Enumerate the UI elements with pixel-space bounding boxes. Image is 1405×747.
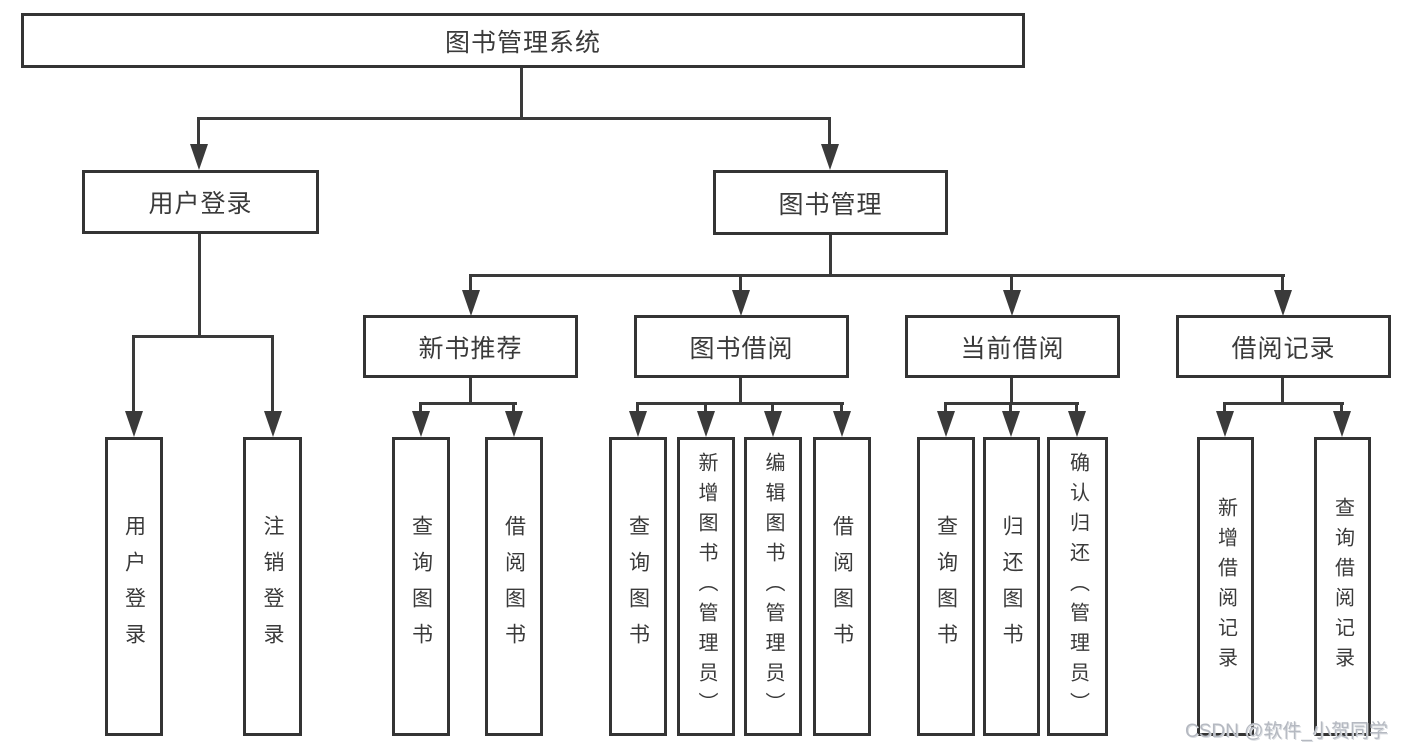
leaf-query-borrow-record: 查询借阅记录 bbox=[1314, 437, 1371, 736]
leaf-logout-login: 注销登录 bbox=[243, 437, 302, 736]
leaf-borrow-books-borrowing: 借阅图书 bbox=[813, 437, 871, 736]
connector-line bbox=[704, 402, 707, 414]
arrow-head bbox=[505, 411, 523, 437]
leaf-user-login: 用户登录 bbox=[105, 437, 163, 736]
arrow-head bbox=[629, 411, 647, 437]
leaf-label: 确认归还（管理员） bbox=[1066, 451, 1089, 722]
leaf-borrow-books-recommend: 借阅图书 bbox=[485, 437, 543, 736]
arrow-head bbox=[1274, 290, 1292, 316]
connector-line bbox=[636, 402, 844, 405]
connector-line bbox=[944, 402, 947, 414]
leaf-label: 用户登录 bbox=[122, 514, 146, 659]
leaf-label: 查询借阅记录 bbox=[1331, 496, 1354, 677]
arrow-head bbox=[937, 411, 955, 437]
arrow-head bbox=[697, 411, 715, 437]
connector-line bbox=[829, 235, 832, 276]
leaf-label: 查询图书 bbox=[934, 514, 958, 659]
connector-line bbox=[512, 402, 515, 414]
connector-line bbox=[1223, 402, 1226, 414]
leaf-label: 借阅图书 bbox=[830, 514, 854, 659]
connector-line bbox=[1340, 402, 1343, 414]
leaf-edit-books-admin: 编辑图书（管理员） bbox=[744, 437, 802, 736]
leaf-add-books-admin: 新增图书（管理员） bbox=[677, 437, 735, 736]
arrow-head bbox=[190, 144, 208, 170]
connector-line bbox=[419, 402, 517, 405]
leaf-query-books-borrowing: 查询图书 bbox=[609, 437, 667, 736]
connector-line bbox=[1009, 402, 1012, 414]
node-current-borrowing: 当前借阅 bbox=[905, 315, 1120, 378]
leaf-label: 编辑图书（管理员） bbox=[762, 451, 784, 722]
connector-line bbox=[198, 234, 201, 337]
connector-line bbox=[1281, 378, 1284, 404]
connector-line bbox=[1281, 274, 1284, 292]
connector-line bbox=[739, 378, 742, 404]
leaf-label: 新增借阅记录 bbox=[1214, 496, 1237, 677]
leaf-label: 查询图书 bbox=[626, 514, 650, 659]
leaf-add-borrow-record: 新增借阅记录 bbox=[1197, 437, 1254, 736]
arrow-head bbox=[125, 411, 143, 437]
connector-line bbox=[1223, 402, 1344, 405]
leaf-confirm-return-admin: 确认归还（管理员） bbox=[1047, 437, 1108, 736]
connector-line bbox=[840, 402, 843, 414]
connector-line bbox=[419, 402, 422, 414]
leaf-label: 归还图书 bbox=[1000, 514, 1023, 659]
leaf-query-books-current: 查询图书 bbox=[917, 437, 975, 736]
leaf-label: 查询图书 bbox=[409, 514, 433, 659]
connector-line bbox=[739, 274, 742, 292]
connector-line bbox=[132, 335, 135, 413]
connector-line bbox=[197, 117, 831, 120]
connector-line bbox=[469, 274, 472, 292]
arrow-head bbox=[412, 411, 430, 437]
leaf-return-books: 归还图书 bbox=[983, 437, 1040, 736]
arrow-head bbox=[264, 411, 282, 437]
node-book-management: 图书管理 bbox=[713, 170, 948, 235]
leaf-label: 注销登录 bbox=[261, 514, 284, 659]
connector-line bbox=[271, 335, 274, 413]
leaf-label: 新增图书（管理员） bbox=[695, 451, 717, 722]
arrow-head bbox=[833, 411, 851, 437]
arrow-head bbox=[1333, 411, 1351, 437]
node-new-book-recommendation: 新书推荐 bbox=[363, 315, 578, 378]
connector-line bbox=[520, 68, 523, 117]
arrow-head bbox=[764, 411, 782, 437]
node-book-borrowing: 图书借阅 bbox=[634, 315, 849, 378]
connector-line bbox=[197, 117, 200, 146]
csdn-watermark: CSDN @软件_小贺同学 bbox=[1185, 721, 1388, 742]
arrow-head bbox=[1068, 411, 1086, 437]
arrow-head bbox=[462, 290, 480, 316]
arrow-head bbox=[1002, 411, 1020, 437]
arrow-head bbox=[732, 290, 750, 316]
node-borrowing-records: 借阅记录 bbox=[1176, 315, 1391, 378]
connector-line bbox=[132, 335, 274, 338]
connector-line bbox=[469, 378, 472, 404]
leaf-label: 借阅图书 bbox=[502, 514, 526, 659]
connector-line bbox=[771, 402, 774, 414]
leaf-query-books-recommend: 查询图书 bbox=[392, 437, 450, 736]
connector-line bbox=[636, 402, 639, 414]
connector-line bbox=[1010, 378, 1013, 404]
arrow-head bbox=[1216, 411, 1234, 437]
connector-line bbox=[1010, 274, 1013, 292]
node-library-management-system: 图书管理系统 bbox=[21, 13, 1025, 68]
connector-line bbox=[469, 274, 1285, 277]
connector-line bbox=[828, 117, 831, 146]
node-user-login: 用户登录 bbox=[82, 170, 319, 234]
connector-line bbox=[1075, 402, 1078, 414]
arrow-head bbox=[821, 144, 839, 170]
arrow-head bbox=[1003, 290, 1021, 316]
